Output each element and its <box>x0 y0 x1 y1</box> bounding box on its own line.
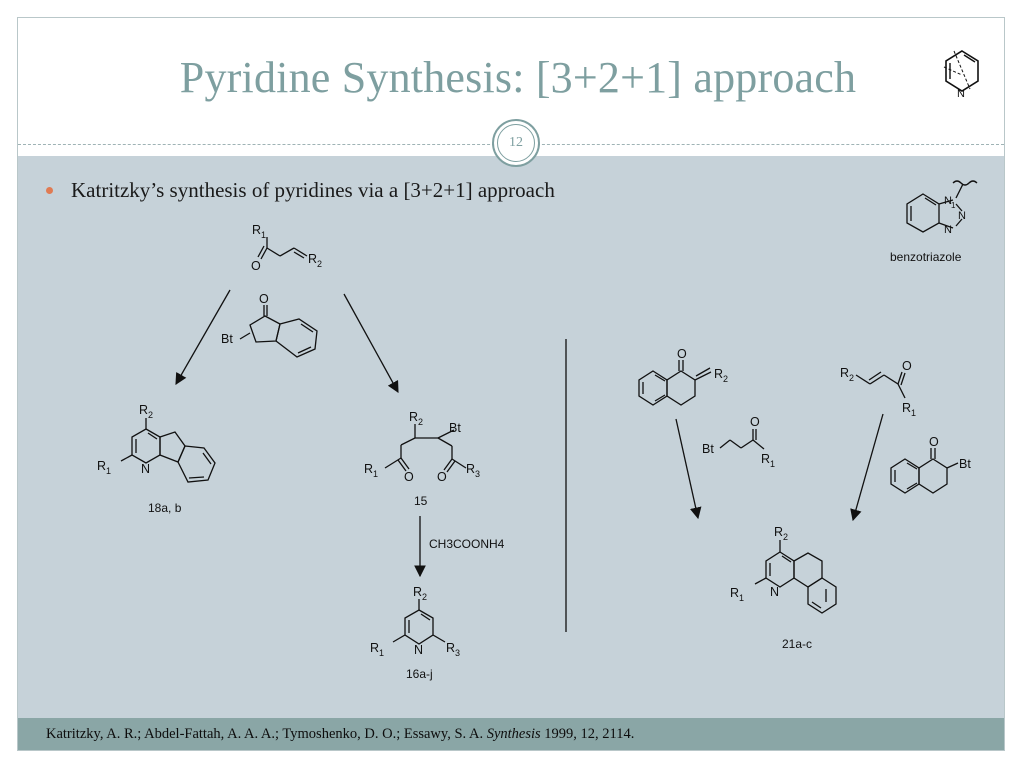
reaction-scheme: benzotriazole N1 N N R1 O R2 O Bt R2 R1 … <box>97 180 978 681</box>
svg-text:N: N <box>770 585 779 599</box>
svg-text:R: R <box>97 459 106 473</box>
slide-title: Pyridine Synthesis: [3+2+1] approach <box>179 53 857 102</box>
svg-text:1: 1 <box>106 466 111 476</box>
bullet-text: Katritzky’s synthesis of pyridines via a… <box>71 178 555 202</box>
svg-text:N: N <box>957 88 965 100</box>
svg-text:N: N <box>141 462 150 476</box>
svg-text:2: 2 <box>849 373 854 383</box>
svg-text:1: 1 <box>261 230 266 240</box>
pyridine-icon: N <box>943 50 979 100</box>
svg-text:O: O <box>437 470 447 484</box>
slide-frame: Pyridine Synthesis: [3+2+1] approach N 1… <box>17 17 1005 751</box>
svg-text:Bt: Bt <box>221 332 233 346</box>
svg-text:R: R <box>139 403 148 417</box>
enone-structure <box>257 237 308 260</box>
compound-21-label: 21a-c <box>782 637 812 651</box>
svg-text:2: 2 <box>148 410 153 420</box>
bt-ketone-structure <box>719 429 765 450</box>
benzotriazole-structure <box>906 180 978 233</box>
slide-number-badge: 12 <box>492 119 540 167</box>
svg-text:O: O <box>251 259 261 273</box>
bt-tetralone-structure <box>890 448 959 494</box>
svg-text:R: R <box>730 586 739 600</box>
svg-text:1: 1 <box>379 648 384 658</box>
bullet-item: Katritzky’s synthesis of pyridines via a… <box>46 178 555 203</box>
svg-text:R: R <box>446 641 455 655</box>
bt-indanone-structure <box>239 305 318 358</box>
enone-right-structure <box>855 371 906 399</box>
reference-text: Katritzky, A. R.; Abdel-Fattah, A. A. A.… <box>46 726 635 742</box>
svg-text:2: 2 <box>422 592 427 602</box>
benzotriazole-label: benzotriazole <box>890 250 962 264</box>
reagent-label: CH3COONH4 <box>429 537 505 551</box>
svg-text:R: R <box>902 401 911 415</box>
svg-text:Bt: Bt <box>959 457 971 471</box>
bullet-icon <box>46 187 53 194</box>
svg-text:R: R <box>714 367 723 381</box>
svg-text:R: R <box>413 585 422 599</box>
svg-text:1: 1 <box>770 459 775 469</box>
svg-text:Bt: Bt <box>449 421 461 435</box>
compound-15-label: 15 <box>414 494 428 508</box>
compound-18-structure <box>120 418 216 483</box>
svg-text:N: N <box>944 195 952 207</box>
svg-text:N: N <box>958 210 966 222</box>
svg-text:3: 3 <box>475 469 480 479</box>
compound-15-structure <box>384 424 467 473</box>
svg-text:R: R <box>364 462 373 476</box>
svg-text:O: O <box>902 359 912 373</box>
svg-text:1: 1 <box>951 201 956 210</box>
content-area <box>18 156 1004 718</box>
svg-text:R: R <box>840 366 849 380</box>
svg-text:2: 2 <box>723 374 728 384</box>
svg-text:O: O <box>750 415 760 429</box>
svg-text:2: 2 <box>783 532 788 542</box>
svg-text:O: O <box>677 347 687 361</box>
svg-text:1: 1 <box>739 593 744 603</box>
svg-text:N: N <box>414 643 423 657</box>
compound-21-structure <box>754 540 837 614</box>
svg-text:1: 1 <box>373 469 378 479</box>
svg-text:2: 2 <box>317 259 322 269</box>
svg-text:N: N <box>944 224 952 236</box>
compound-16-label: 16a-j <box>406 667 433 681</box>
svg-text:R: R <box>774 525 783 539</box>
svg-text:R: R <box>761 452 770 466</box>
arylidene-tetralone-structure <box>638 360 712 406</box>
svg-text:O: O <box>929 435 939 449</box>
compound-18-label: 18a, b <box>148 501 182 515</box>
svg-text:R: R <box>466 462 475 476</box>
svg-text:3: 3 <box>455 648 460 658</box>
svg-text:O: O <box>404 470 414 484</box>
svg-text:R: R <box>308 252 317 266</box>
svg-text:R: R <box>252 223 261 237</box>
svg-text:2: 2 <box>418 417 423 427</box>
svg-text:R: R <box>409 410 418 424</box>
compound-16-structure <box>392 599 446 645</box>
svg-text:Bt: Bt <box>702 442 714 456</box>
svg-text:O: O <box>259 292 269 306</box>
slide-number: 12 <box>497 124 535 162</box>
footer-bar: Katritzky, A. R.; Abdel-Fattah, A. A. A.… <box>18 718 1004 750</box>
svg-text:R: R <box>370 641 379 655</box>
svg-text:1: 1 <box>911 408 916 418</box>
